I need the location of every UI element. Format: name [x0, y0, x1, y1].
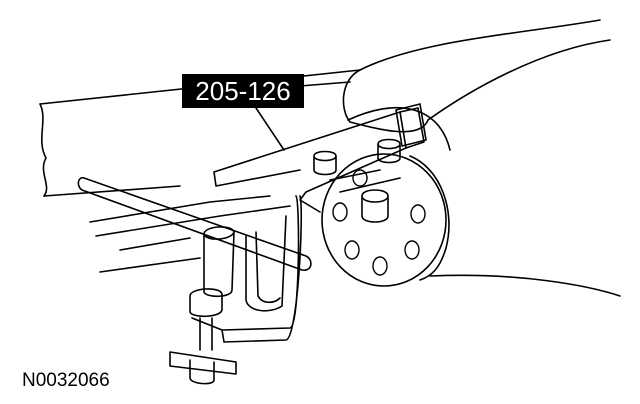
callout-leader: [256, 108, 284, 150]
hub-flange: [322, 154, 446, 286]
handle-pipe-lines: [90, 196, 290, 236]
handle-bar: [78, 178, 311, 270]
figure-id-label: N0032066: [22, 370, 110, 391]
wheel-housing: [300, 20, 620, 296]
flange-rim: [410, 156, 449, 280]
tool-number-callout: 205-126: [182, 74, 304, 108]
bar-end-block: [396, 104, 426, 146]
flange-bolt-holes: [333, 170, 425, 275]
adjusting-screw: [170, 318, 236, 384]
clamp-lower: [190, 196, 301, 342]
bar-bolts: [314, 140, 400, 193]
clamp-inner: [246, 216, 286, 311]
clamp-body: [204, 227, 234, 296]
center-pilot: [362, 190, 388, 222]
axle-tube-lower: [44, 186, 200, 272]
